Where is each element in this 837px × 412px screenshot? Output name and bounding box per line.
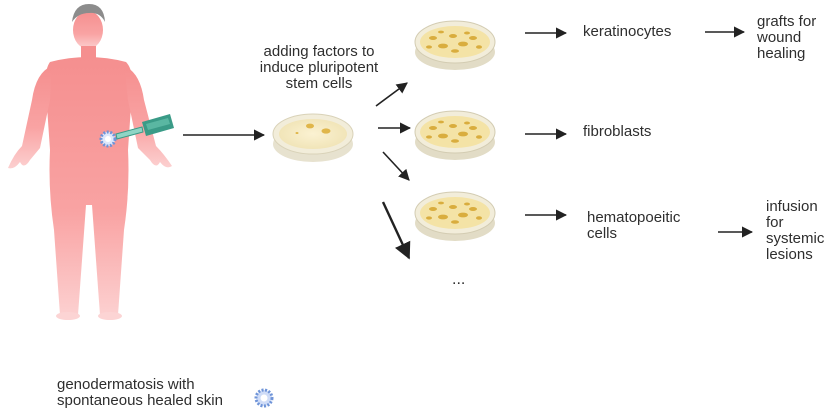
label-fibroblasts: fibroblasts — [583, 123, 652, 140]
petri-dish-icon — [414, 191, 496, 241]
arrow-dish-to-lower — [382, 151, 410, 181]
healed-skin-patch-icon — [254, 388, 274, 408]
label-hematopoietic-cells: hematopoeitic cells — [587, 209, 681, 242]
label-ellipsis: ... — [452, 271, 466, 288]
label-keratinocytes: keratinocytes — [583, 23, 672, 40]
human-figure-icon — [8, 4, 172, 320]
legend-label: genodermatosis with spontaneous healed s… — [57, 376, 223, 409]
petri-dish-icon — [272, 113, 354, 162]
healed-skin-patch-icon — [99, 130, 117, 148]
label-infusion: infusion for systemic lesions — [766, 198, 825, 263]
biopsy-syringe-icon — [115, 114, 174, 140]
petri-dish-icon — [414, 110, 496, 160]
label-adding-factors: adding factors to induce pluripotent ste… — [259, 43, 379, 92]
label-grafts: grafts for wound healing — [757, 13, 817, 62]
flow-arrows — [183, 26, 754, 260]
arrow-dish-to-top — [375, 82, 408, 107]
petri-dish-icon — [414, 20, 496, 70]
arrow-dish-to-more — [381, 201, 411, 260]
hair-icon — [72, 4, 105, 22]
